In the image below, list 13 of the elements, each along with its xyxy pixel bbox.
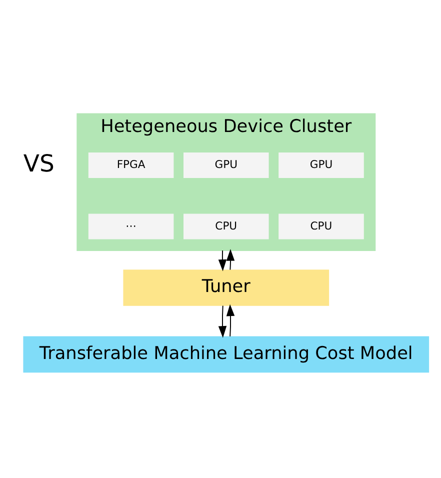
node-box: CPU <box>184 214 269 240</box>
arrow <box>218 250 227 272</box>
node-box: FPGA <box>88 152 174 178</box>
node-box: ⋯ <box>88 214 174 240</box>
node-box: GPU <box>278 152 364 178</box>
arrow <box>218 305 227 338</box>
node-box: GPU <box>184 152 269 178</box>
arrow <box>226 249 235 270</box>
node-box: Tuner <box>123 270 330 306</box>
node-box: CPU <box>278 214 364 240</box>
label: VS <box>23 149 54 178</box>
arrow <box>226 304 235 337</box>
node-box: Transferable Machine Learning Cost Model <box>23 336 430 373</box>
